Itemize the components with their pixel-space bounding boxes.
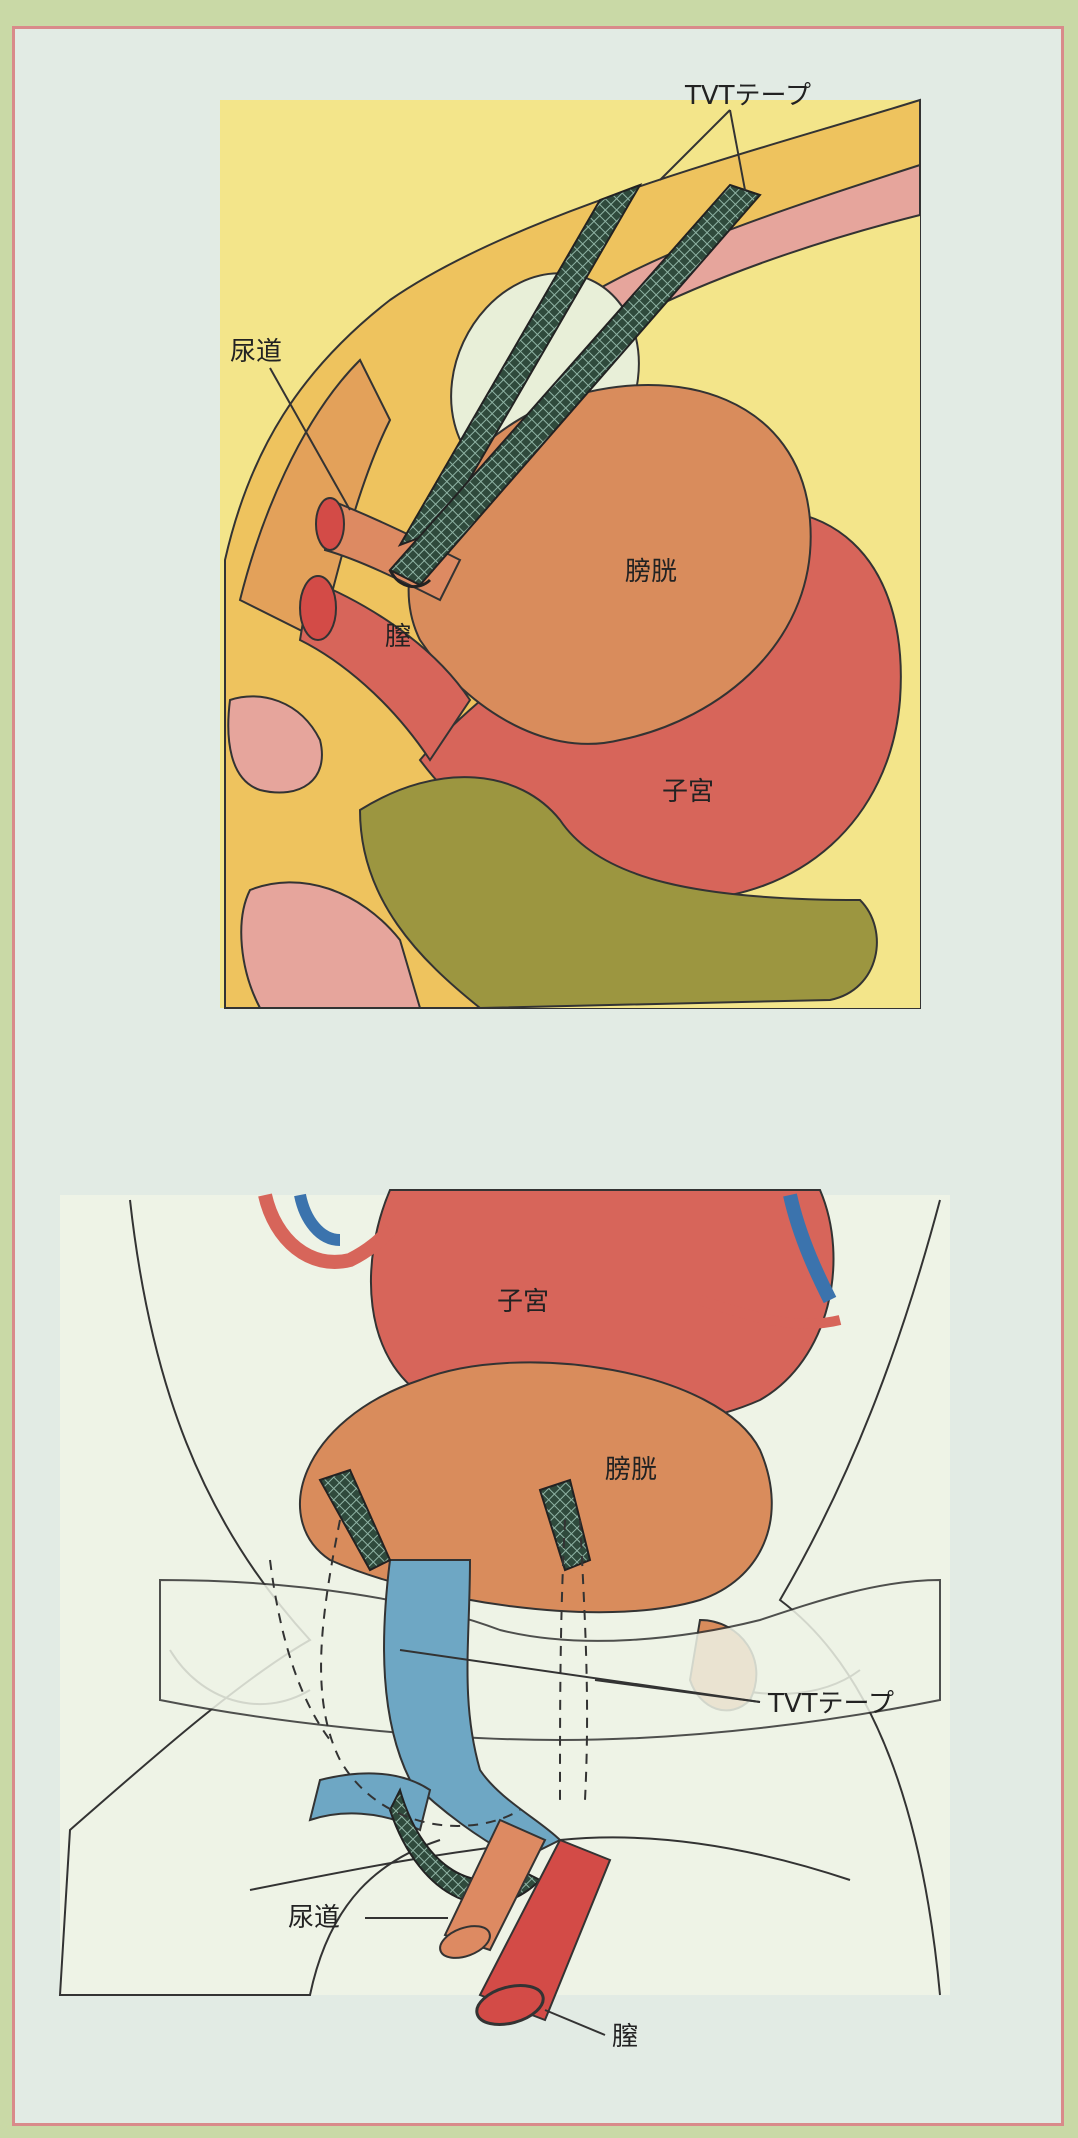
- label-tvt-tape-bottom: TVTテープ: [767, 1689, 894, 1719]
- label-vagina-top: 膣: [385, 622, 411, 652]
- sagittal-figure: TVTテープ 尿道 膀胱 膣 子宮: [220, 81, 920, 1008]
- label-vagina-bottom: 膣: [612, 2022, 638, 2052]
- label-uterus-bottom: 子宮: [497, 1287, 549, 1317]
- label-urethra-top: 尿道: [230, 337, 282, 367]
- label-uterus-top: 子宮: [662, 777, 714, 807]
- urethra-opening: [316, 498, 344, 550]
- vagina-leader-bottom: [545, 2010, 605, 2035]
- frontal-figure: 子宮 膀胱 TVTテープ 尿道 膣: [60, 1190, 950, 2052]
- vagina-opening: [300, 576, 336, 640]
- label-urethra-bottom: 尿道: [288, 1903, 340, 1933]
- label-tvt-tape-top: TVTテープ: [684, 81, 811, 111]
- label-bladder-top: 膀胱: [625, 557, 677, 587]
- label-bladder-bottom: 膀胱: [605, 1455, 657, 1485]
